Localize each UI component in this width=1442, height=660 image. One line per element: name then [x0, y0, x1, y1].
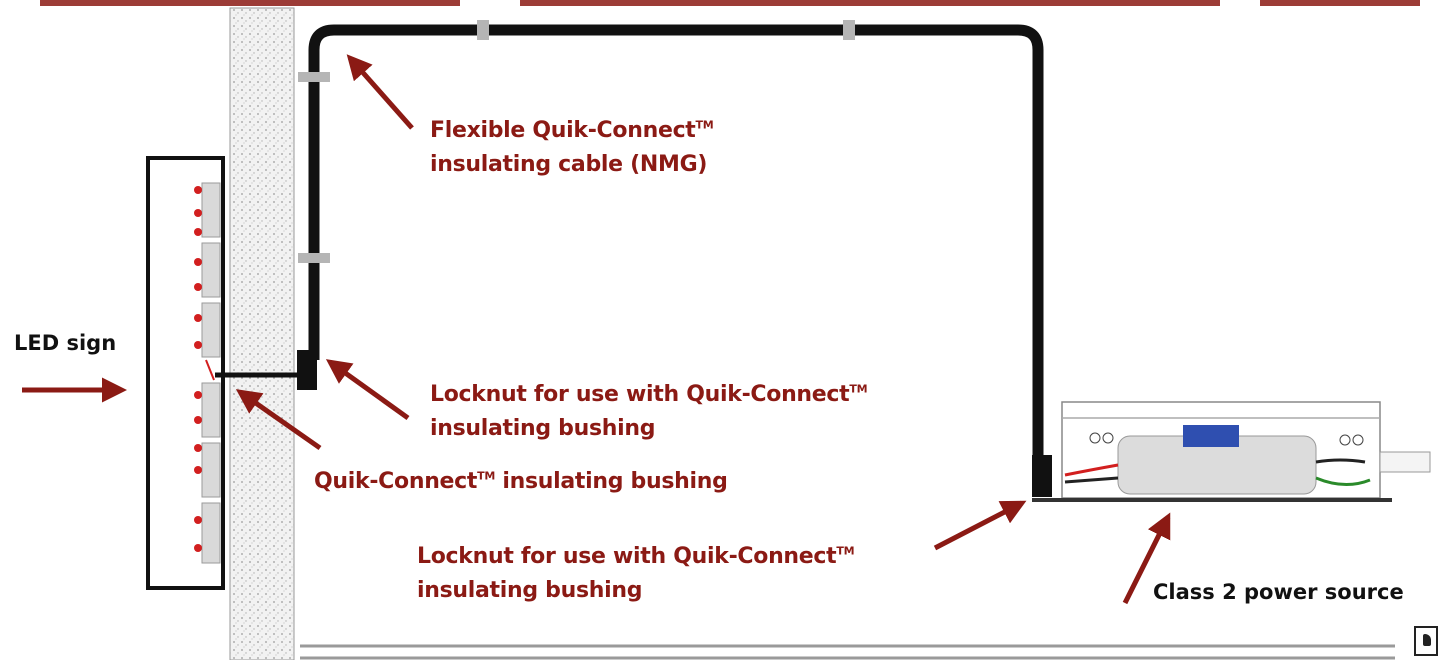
cable-label: Flexible Quik-ConnectTM insulating cable… — [430, 114, 714, 182]
power-source-box — [1032, 401, 1431, 502]
power-source-label: Class 2 power source — [1153, 575, 1404, 609]
led-sign-text: LED sign — [14, 331, 117, 355]
bushing-text-tail: insulating bushing — [495, 469, 728, 494]
arrow-locknut-bottom — [933, 500, 1027, 551]
power-source-text: Class 2 power source — [1153, 580, 1404, 604]
trademark-mark: TM — [849, 382, 868, 396]
locknut-bottom — [1032, 455, 1052, 497]
trademark-mark: TM — [477, 469, 495, 483]
arrow-cable — [346, 54, 414, 130]
arrow-power-source — [1122, 512, 1171, 605]
bushing-label: Quik-ConnectTM insulating bushing — [314, 465, 728, 499]
led-sign-label: LED sign — [14, 326, 116, 360]
floor-lines — [300, 644, 1395, 660]
cable-label-line2: insulating cable (NMG) — [430, 152, 708, 177]
locknut-top-label: Locknut for use with Quik-ConnectTM insu… — [430, 378, 868, 446]
trademark-mark: TM — [836, 544, 855, 558]
locknut-top-line2: insulating bushing — [430, 416, 656, 441]
arrow-locknut-top — [325, 359, 410, 421]
cable-label-line1: Flexible Quik-Connect — [430, 118, 696, 143]
arrow-bushing — [235, 389, 322, 451]
locknut-bottom-line2: insulating bushing — [417, 578, 643, 603]
wall — [229, 7, 295, 660]
callout-arrows — [22, 54, 1171, 605]
bushing-text: Quik-Connect — [314, 469, 478, 494]
flexible-cable — [308, 24, 1044, 475]
locknut-bottom-line1: Locknut for use with Quik-Connect — [417, 544, 837, 569]
locknut-bottom-label: Locknut for use with Quik-ConnectTM insu… — [417, 540, 855, 608]
cable-clamps — [298, 20, 855, 263]
locknut-top-line1: Locknut for use with Quik-Connect — [430, 382, 850, 407]
locknut-top — [297, 350, 317, 390]
trademark-mark: TM — [695, 118, 714, 132]
top-cutoff-band — [40, 0, 1420, 6]
led-sign — [146, 156, 225, 590]
page-corner-icon[interactable] — [1414, 626, 1438, 656]
